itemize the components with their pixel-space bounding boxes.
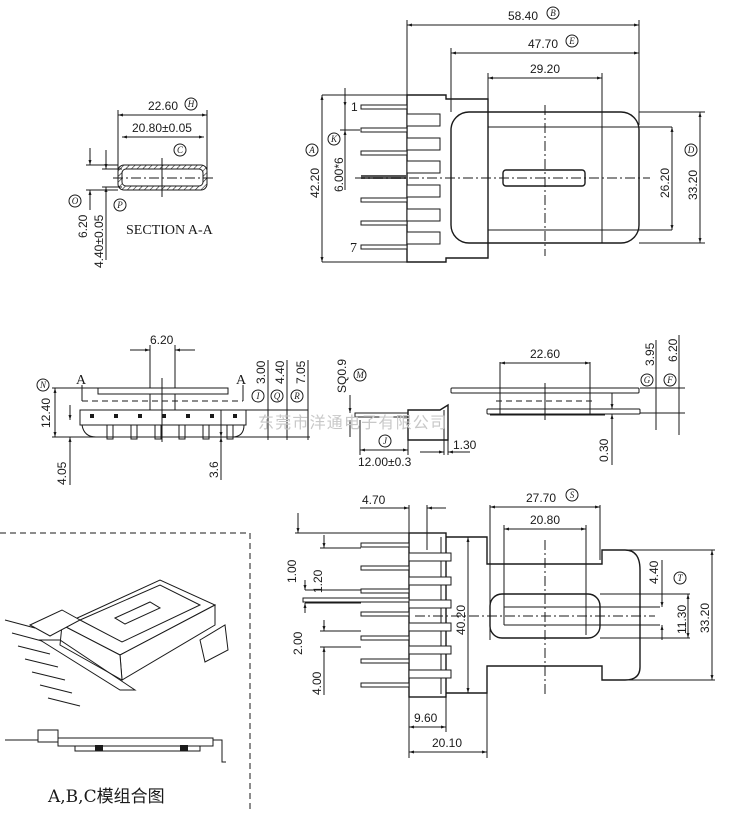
dim-3: 2.00 <box>291 631 305 655</box>
label-n: N <box>39 380 47 390</box>
dim-1: 1.00 <box>285 559 299 583</box>
assembly-caption: A,B,C模组合图 <box>47 787 165 807</box>
dim-pitch: 6.00*6 <box>332 157 346 192</box>
label-q: Q <box>274 391 281 401</box>
label-b: B <box>550 8 556 18</box>
label-k: K <box>330 134 338 144</box>
flange-tabs <box>406 113 441 245</box>
dim-inner: 20.80 <box>530 513 560 527</box>
label-o: O <box>72 196 79 206</box>
dim-top: 6.20 <box>150 333 174 347</box>
label-p: P <box>116 200 123 210</box>
side-transformer <box>5 729 226 763</box>
label-a: A <box>308 145 315 155</box>
dim-core-height: 33.20 <box>686 170 700 200</box>
bobbin-flange <box>406 94 489 263</box>
dim-inner-height: 4.40±0.05 <box>92 214 106 268</box>
label-s: S <box>570 490 575 500</box>
dim-gap: 0.30 <box>597 438 611 462</box>
end-view: SQ0.9 M J 12.00±0.3 1.30 22.60 0.30 3.95… <box>335 335 685 469</box>
label-m: M <box>355 370 364 380</box>
dim-inner: 26.20 <box>658 168 672 198</box>
pin-1-label: 1 <box>351 100 358 114</box>
dim-slot: 11.30 <box>675 605 689 634</box>
dim-height: 42.20 <box>308 168 322 198</box>
section-a-a: 22.60 H 20.80±0.05 C 6.20 O 4.40±0.05 P … <box>68 97 214 268</box>
core-outline <box>446 536 641 694</box>
pin-7-label: 7 <box>350 241 357 256</box>
dim-overall-width: 58.40 <box>508 9 538 23</box>
bottom-view: 4.70 27.70 S 20.80 <box>285 488 715 758</box>
label-h: H <box>187 99 195 109</box>
label-d: D <box>687 145 695 155</box>
label-t: T <box>677 573 683 583</box>
dim-height: 40.20 <box>454 605 468 635</box>
dim-2: 1.20 <box>311 569 325 593</box>
dim-j: 12.00±0.3 <box>358 455 412 469</box>
dim-t: 4.40 <box>647 560 661 584</box>
dim-9: 9.60 <box>414 711 438 725</box>
dim-height: 12.40 <box>39 398 53 428</box>
dim-center: 29.20 <box>530 62 560 76</box>
assembly-view: A,B,C模组合图 <box>0 532 251 812</box>
label-r: R <box>293 391 300 401</box>
dim-core-height: 33.20 <box>698 603 712 633</box>
pins <box>302 542 410 688</box>
label-f: F <box>666 375 673 385</box>
dim-pin: SQ0.9 <box>335 359 349 393</box>
dim-outer: 22.60 <box>148 99 178 113</box>
dim-core: 27.70 <box>526 491 556 505</box>
side-view: 6.20 A A 12.40 N 4.05 3.6 <box>36 333 310 485</box>
pin-markers <box>90 414 237 418</box>
core-bottom <box>486 408 641 415</box>
dim-a: 4.70 <box>362 493 386 507</box>
top-view: 58.40 B 47.70 E 29.20 1 7 <box>305 6 705 263</box>
core-plate <box>97 387 229 395</box>
label-e: E <box>568 36 575 46</box>
label-c: C <box>177 145 184 155</box>
label-g: G <box>644 375 651 385</box>
dim-r: 7.05 <box>294 360 308 384</box>
dim-height: 6.20 <box>76 214 90 238</box>
section-mark-left: A <box>76 373 87 388</box>
dim-4: 4.00 <box>310 671 324 695</box>
isometric-transformer <box>4 579 229 707</box>
dim-g: 3.95 <box>643 342 657 366</box>
pins <box>360 104 408 250</box>
label-j: J <box>383 436 388 446</box>
flange-tabs <box>408 552 452 679</box>
label-i: I <box>256 391 261 401</box>
section-mark-right: A <box>236 373 247 388</box>
bobbin-legs <box>106 424 234 440</box>
dim-inner: 20.80±0.05 <box>132 121 192 135</box>
section-title: SECTION A-A <box>126 223 214 238</box>
dim-pin-offset: 4.05 <box>55 461 69 485</box>
dim-offset: 1.30 <box>453 438 477 452</box>
dim-i: 3.00 <box>254 360 268 384</box>
dim-20: 20.10 <box>432 736 462 750</box>
watermark: 东莞市洋通电子有限公司 <box>258 413 448 432</box>
dim-q: 4.40 <box>273 360 287 384</box>
dim-core-width: 47.70 <box>528 37 558 51</box>
dim-width: 22.60 <box>530 347 560 361</box>
dim-leg: 3.6 <box>207 461 221 478</box>
dim-f: 6.20 <box>666 338 680 362</box>
